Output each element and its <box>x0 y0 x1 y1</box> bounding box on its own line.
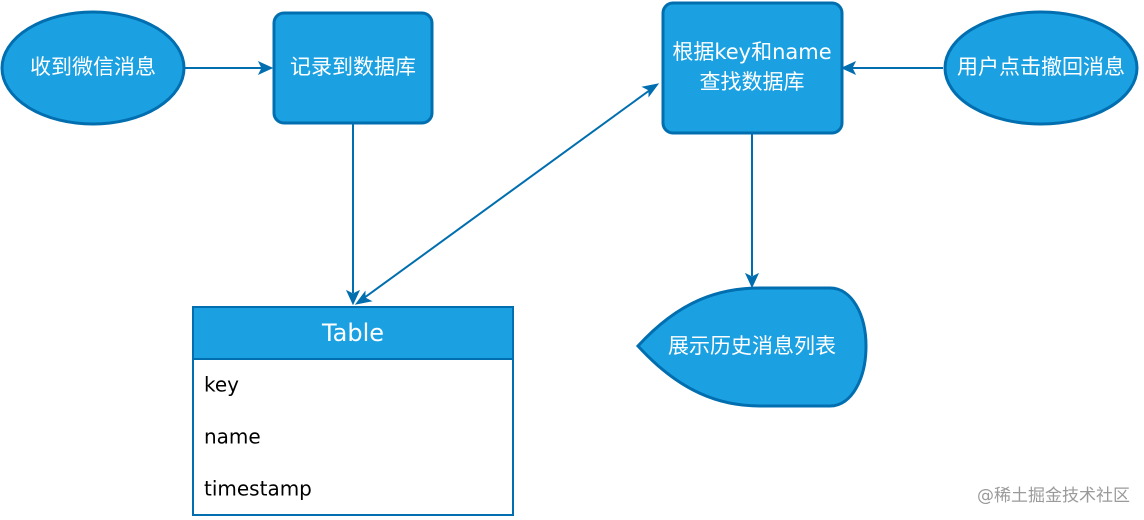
edge-table-lookup-bidirectional <box>354 83 660 305</box>
node-receive-wechat-label: 收到微信消息 <box>30 55 156 79</box>
node-record-db-label: 记录到数据库 <box>290 55 416 79</box>
table-field-timestamp: timestamp <box>204 477 312 501</box>
node-user-recall-label: 用户点击撤回消息 <box>957 55 1125 79</box>
node-lookup-db-label-line1: 根据key和name <box>672 40 831 64</box>
node-lookup-db-label-line2: 查找数据库 <box>700 70 805 94</box>
node-receive-wechat[interactable]: 收到微信消息 <box>0 10 186 126</box>
node-record-db[interactable]: 记录到数据库 <box>272 11 434 125</box>
table-title: Table <box>321 319 384 347</box>
node-user-recall[interactable]: 用户点击撤回消息 <box>943 10 1139 126</box>
node-show-history[interactable]: 展示历史消息列表 <box>635 286 868 408</box>
node-lookup-db[interactable]: 根据key和name 查找数据库 <box>661 1 844 135</box>
watermark-label: @稀土掘金技术社区 <box>977 486 1130 506</box>
edge-receive-to-record <box>185 60 274 76</box>
table-field-key: key <box>204 373 239 397</box>
edge-record-to-table <box>345 124 361 306</box>
table-entity[interactable]: Table key name timestamp <box>192 306 514 516</box>
node-show-history-label: 展示历史消息列表 <box>668 334 836 358</box>
edge-lookup-to-history <box>744 134 760 289</box>
table-field-name: name <box>204 425 261 449</box>
edge-recall-to-lookup <box>840 60 943 76</box>
